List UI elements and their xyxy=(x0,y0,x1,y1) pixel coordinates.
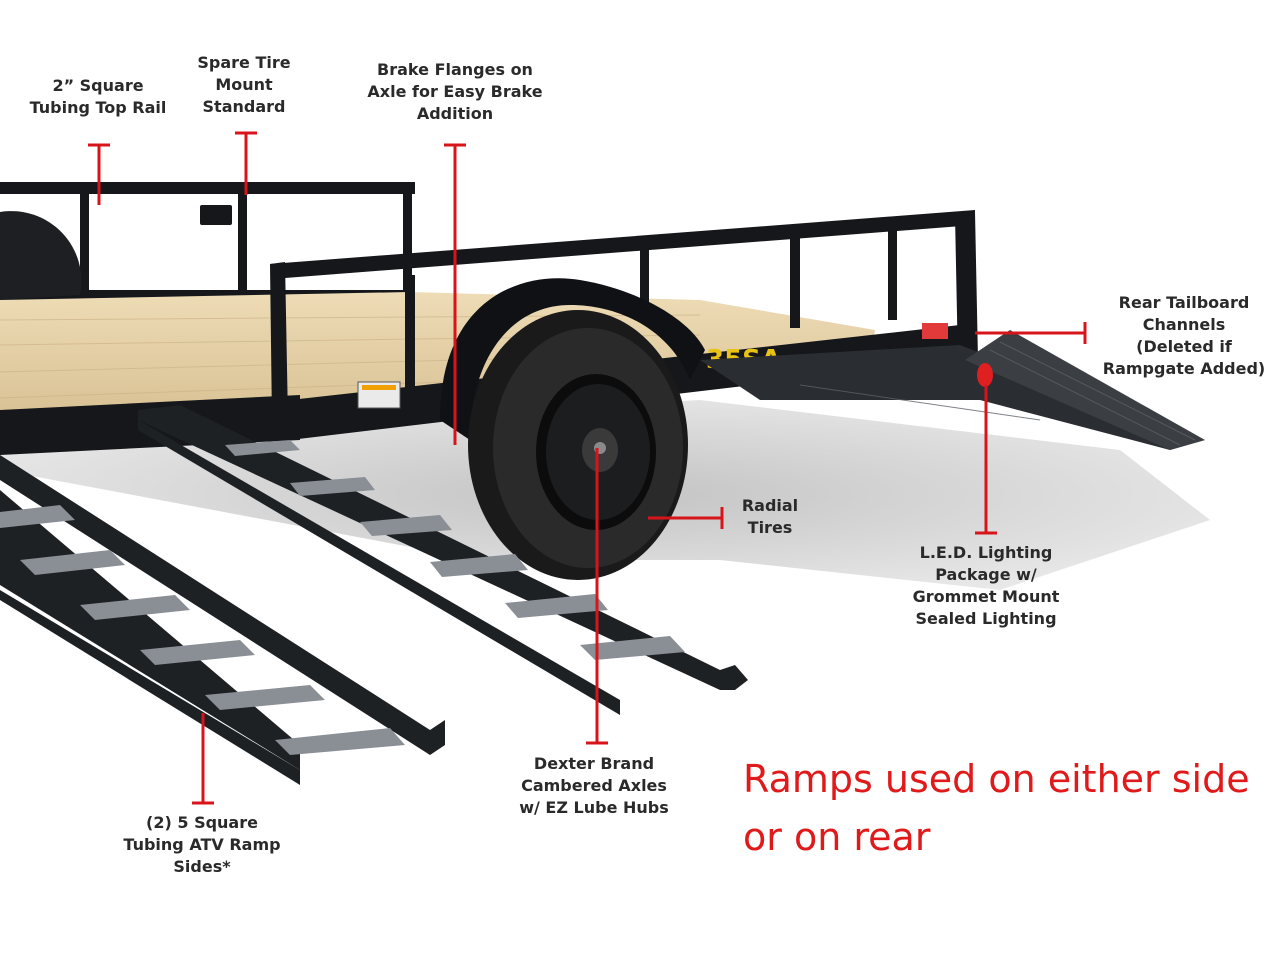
ramp-right-rungs xyxy=(225,440,685,660)
label-brake-flanges: Brake Flanges on Axle for Easy Brake Add… xyxy=(367,60,543,123)
label-spare-tire: Spare Tire Mount Standard xyxy=(197,53,291,116)
ramp-left-rungs xyxy=(0,505,405,755)
label-ramp-sides: (2) 5 Square Tubing ATV Ramp Sides* xyxy=(123,813,281,876)
spare-tire xyxy=(0,211,82,300)
fender xyxy=(440,278,705,440)
led-light xyxy=(977,363,993,387)
label-axles: Dexter Brand Cambered Axles w/ EZ Lube H… xyxy=(519,754,669,817)
label-radial-tires: Radial Tires xyxy=(741,496,799,537)
ramps-note: Ramps used on either side or on rear xyxy=(743,757,1250,859)
wheel xyxy=(468,310,688,580)
rear-ramp-gate xyxy=(700,330,1205,450)
label-led-lighting: L.E.D. Lighting Package w/ Grommet Mount… xyxy=(912,543,1060,628)
label-tailboard: Rear Tailboard Channels (Deleted if Ramp… xyxy=(1102,293,1266,378)
tail-reflector xyxy=(922,323,948,339)
label-top-rail: 2” Square Tubing Top Rail xyxy=(29,76,167,117)
callout-lines xyxy=(88,131,1087,805)
far-side-rail xyxy=(0,182,415,300)
